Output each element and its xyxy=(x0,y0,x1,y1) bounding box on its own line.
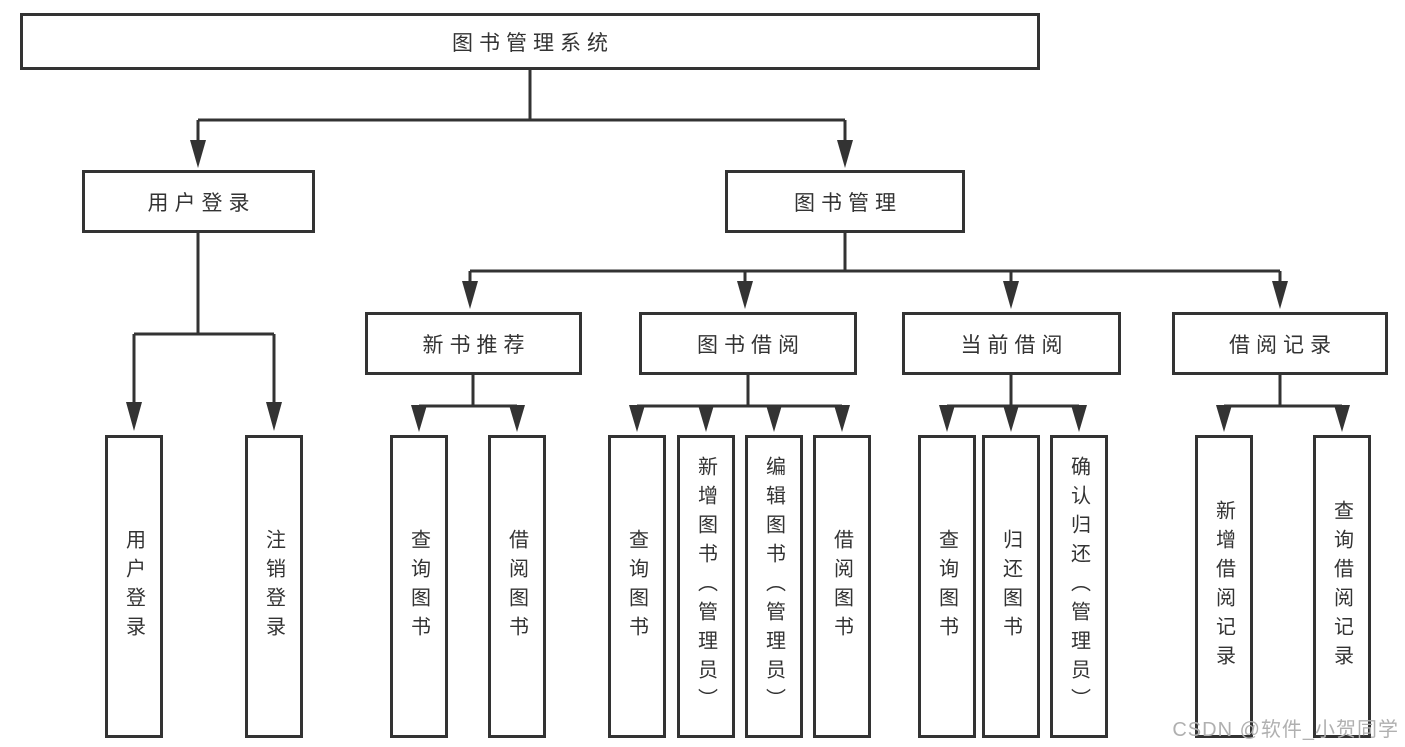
node-label: 当前借阅 xyxy=(960,333,1069,357)
arrow-down-icon xyxy=(190,140,206,168)
arrowheads-new-book-children xyxy=(411,405,525,432)
arrowheads-level3 xyxy=(462,281,1288,309)
arrow-down-icon xyxy=(1272,281,1288,309)
arrowheads-borrow-records-children xyxy=(1216,405,1350,432)
node-leaf-newbook-query-books: 查询图书 xyxy=(390,435,448,738)
node-label: 归还图书 xyxy=(999,528,1022,645)
node-label: 图书管理系统 xyxy=(452,31,614,55)
arrowheads-user-login-children xyxy=(126,402,282,431)
node-label: 注销登录 xyxy=(262,528,285,645)
arrow-down-icon xyxy=(737,281,753,309)
node-label: 借阅图书 xyxy=(505,528,528,645)
arrowheads-level2 xyxy=(190,140,853,168)
connector-book-borrow-children xyxy=(637,375,842,408)
arrow-down-icon xyxy=(766,405,782,432)
connector-book-mgmt-to-level3 xyxy=(468,233,1282,283)
node-book-borrowing: 图书借阅 xyxy=(639,312,857,375)
node-label: 查询图书 xyxy=(935,528,958,645)
node-label: 用户登录 xyxy=(122,528,145,645)
connector-new-book-children xyxy=(419,375,517,408)
node-root-library-system: 图书管理系统 xyxy=(20,13,1040,70)
connector-current-borrow-children xyxy=(947,375,1079,408)
node-label: 查询图书 xyxy=(407,528,430,645)
csdn-watermark: CSDN @软件_小贺同学 xyxy=(1172,719,1399,741)
node-label: 编辑图书（管理员） xyxy=(762,456,785,717)
node-current-borrowing: 当前借阅 xyxy=(902,312,1121,375)
node-label: 图书借阅 xyxy=(697,333,805,357)
node-label: 借阅图书 xyxy=(830,528,853,645)
node-new-book-recommend: 新书推荐 xyxy=(365,312,582,375)
arrowheads-current-borrow-children xyxy=(939,405,1087,432)
arrow-down-icon xyxy=(1003,281,1019,309)
node-leaf-newbook-borrow-books: 借阅图书 xyxy=(488,435,546,738)
arrow-down-icon xyxy=(1216,405,1232,432)
arrowheads-book-borrow-children xyxy=(629,405,850,432)
node-label: 图书管理 xyxy=(794,191,902,215)
arrow-down-icon xyxy=(834,405,850,432)
node-leaf-add-books-admin: 新增图书（管理员） xyxy=(677,435,735,738)
arrow-down-icon xyxy=(629,405,645,432)
arrow-down-icon xyxy=(939,405,955,432)
node-leaf-return-books: 归还图书 xyxy=(982,435,1040,738)
node-borrow-records: 借阅记录 xyxy=(1172,312,1388,375)
node-label: 查询借阅记录 xyxy=(1330,499,1353,674)
arrow-down-icon xyxy=(411,405,427,432)
arrow-down-icon xyxy=(698,405,714,432)
arrow-down-icon xyxy=(509,405,525,432)
node-leaf-query-borrow-record: 查询借阅记录 xyxy=(1313,435,1371,738)
node-leaf-user-login: 用户登录 xyxy=(105,435,163,738)
arrow-down-icon xyxy=(126,402,142,431)
arrow-down-icon xyxy=(1071,405,1087,432)
node-leaf-add-borrow-record: 新增借阅记录 xyxy=(1195,435,1253,738)
node-leaf-borrow-query-books: 查询图书 xyxy=(608,435,666,738)
connector-borrow-records-children xyxy=(1224,375,1342,408)
connector-user-login-children xyxy=(132,233,276,404)
node-label: 确认归还（管理员） xyxy=(1067,456,1090,717)
node-label: 新增借阅记录 xyxy=(1212,499,1235,674)
node-leaf-borrow-books: 借阅图书 xyxy=(813,435,871,738)
node-label: 借阅记录 xyxy=(1229,333,1337,357)
node-label: 用户登录 xyxy=(147,191,256,215)
node-label: 新书推荐 xyxy=(422,333,531,357)
arrow-down-icon xyxy=(837,140,853,168)
node-leaf-current-query-books: 查询图书 xyxy=(918,435,976,738)
node-leaf-edit-books-admin: 编辑图书（管理员） xyxy=(745,435,803,738)
node-label: 查询图书 xyxy=(625,528,648,645)
arrow-down-icon xyxy=(266,402,282,431)
node-label: 新增图书（管理员） xyxy=(694,456,717,717)
node-leaf-logout: 注销登录 xyxy=(245,435,303,738)
connector-root-to-level2 xyxy=(196,70,847,142)
node-leaf-confirm-return-admin: 确认归还（管理员） xyxy=(1050,435,1108,738)
arrow-down-icon xyxy=(1003,405,1019,432)
arrow-down-icon xyxy=(1334,405,1350,432)
arrow-down-icon xyxy=(462,281,478,309)
node-book-management: 图书管理 xyxy=(725,170,965,233)
node-user-login-branch: 用户登录 xyxy=(82,170,315,233)
